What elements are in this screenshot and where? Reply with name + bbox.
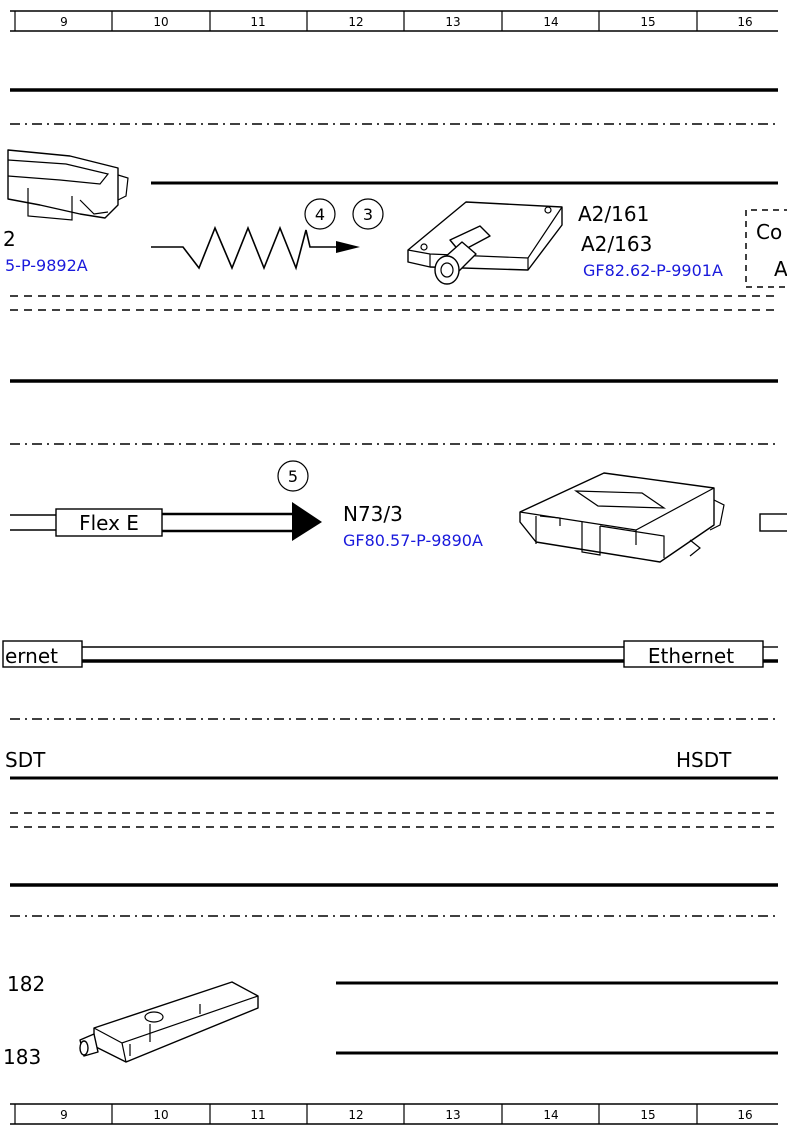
callout-circle-4 — [304, 198, 336, 230]
callout-circle-3 — [352, 198, 384, 230]
ruler-bottom-col-14: 14 — [543, 1108, 558, 1122]
callout-circle-5 — [277, 460, 309, 492]
antenna-label-1: A2/161 — [578, 202, 649, 226]
ethernet-right-label-box — [623, 640, 764, 668]
hsdt-left-label: SDT — [5, 748, 46, 772]
ruler-top-col-13: 13 — [445, 15, 460, 29]
ruler-top-col-11: 11 — [250, 15, 265, 29]
flex-e-label: Flex E — [79, 511, 139, 535]
ruler-top-col-9: 9 — [60, 15, 68, 29]
ethernet-left-label-box — [2, 640, 83, 668]
callout-4-label: 4 — [315, 205, 325, 224]
ruler-bottom-col-13: 13 — [445, 1108, 460, 1122]
n73-ref-link[interactable]: GF80.57-P-9890A — [343, 531, 483, 550]
bottom-ruler: 9 10 11 12 13 14 15 16 — [10, 1103, 778, 1125]
antenna-module-icon — [407, 201, 563, 285]
n73-control-module-icon — [519, 472, 725, 563]
ruler-top-col-14: 14 — [543, 15, 558, 29]
ethernet-left-label: ernet — [5, 644, 58, 668]
left-module-label: 2 — [3, 227, 16, 251]
hsdt-right-label: HSDT — [676, 748, 732, 772]
n73-label: N73/3 — [343, 502, 403, 526]
ruler-bottom-col-10: 10 — [153, 1108, 168, 1122]
bottom-antenna-module-icon — [79, 981, 259, 1063]
dashed-box-label-2: A — [774, 257, 787, 281]
flex-e-bus — [10, 502, 322, 541]
left-control-module-icon — [7, 149, 129, 221]
top-ruler: 9 10 11 12 13 14 15 16 — [10, 10, 778, 32]
bottom-module-label-1: 182 — [7, 972, 45, 996]
ethernet-right-label: Ethernet — [648, 644, 734, 668]
ruler-bottom-col-11: 11 — [250, 1108, 265, 1122]
antenna-label-2: A2/163 — [581, 232, 652, 256]
ethernet-bus — [82, 646, 778, 663]
ruler-top-col-15: 15 — [640, 15, 655, 29]
ruler-bottom-col-9: 9 — [60, 1108, 68, 1122]
ruler-bottom-col-15: 15 — [640, 1108, 655, 1122]
dashed-box-label: Co — [756, 220, 782, 244]
callout-5-label: 5 — [288, 467, 298, 486]
dashed-component-box — [745, 209, 787, 288]
flex-e-label-box — [55, 508, 163, 537]
ruler-bottom-col-12: 12 — [348, 1108, 363, 1122]
ruler-top-col-10: 10 — [153, 15, 168, 29]
left-module-ref-link[interactable]: 5-P-9892A — [5, 256, 88, 275]
resistor-symbol — [151, 225, 360, 271]
ruler-bottom-col-16: 16 — [737, 1108, 752, 1122]
connector-stub — [759, 513, 787, 532]
callout-3-label: 3 — [363, 205, 373, 224]
ruler-top-col-16: 16 — [737, 15, 752, 29]
ruler-top-col-12: 12 — [348, 15, 363, 29]
bottom-module-label-2: 183 — [3, 1045, 41, 1069]
antenna-ref-link[interactable]: GF82.62-P-9901A — [583, 261, 723, 280]
